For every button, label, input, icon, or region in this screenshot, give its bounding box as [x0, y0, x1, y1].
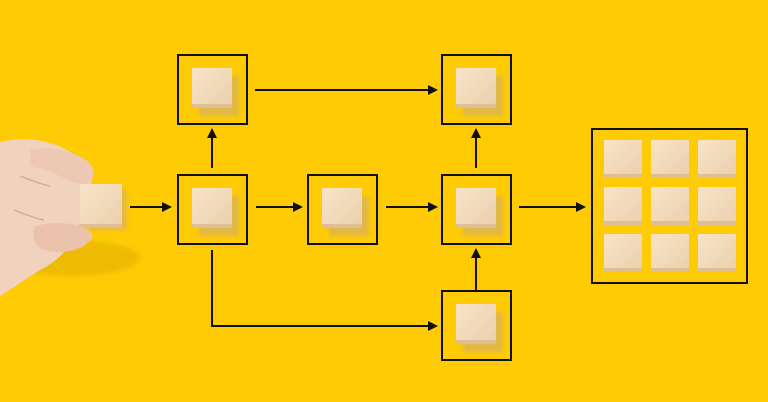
arrow-icon — [211, 250, 438, 331]
wooden-block-icon — [604, 187, 642, 225]
wooden-block-icon — [651, 187, 689, 225]
output-grid-frame — [591, 128, 748, 284]
wooden-block-icon — [698, 140, 736, 178]
wooden-block-icon — [604, 234, 642, 272]
wooden-block-icon — [456, 68, 503, 116]
wooden-block-icon — [456, 188, 503, 236]
node-frames — [177, 54, 748, 361]
node-frame — [177, 54, 248, 125]
wooden-block-icon — [604, 140, 642, 178]
wooden-block-icon — [698, 234, 736, 272]
node-frame — [307, 174, 378, 245]
wooden-block-icon — [192, 188, 239, 236]
wooden-block-icon — [192, 68, 239, 116]
wooden-block-icon — [322, 188, 369, 236]
node-frame — [441, 290, 512, 361]
output-grid-blocks — [604, 140, 736, 272]
node-frame — [441, 54, 512, 125]
wooden-block-icon — [651, 140, 689, 178]
node-frame — [441, 174, 512, 245]
wooden-block-icon — [698, 187, 736, 225]
wooden-block-icon — [651, 234, 689, 272]
connector-arrows — [130, 85, 586, 331]
hand-holding-block-icon — [0, 139, 140, 296]
wooden-block-icon — [456, 304, 503, 352]
wooden-blocks — [192, 68, 503, 352]
node-frame — [177, 174, 248, 245]
